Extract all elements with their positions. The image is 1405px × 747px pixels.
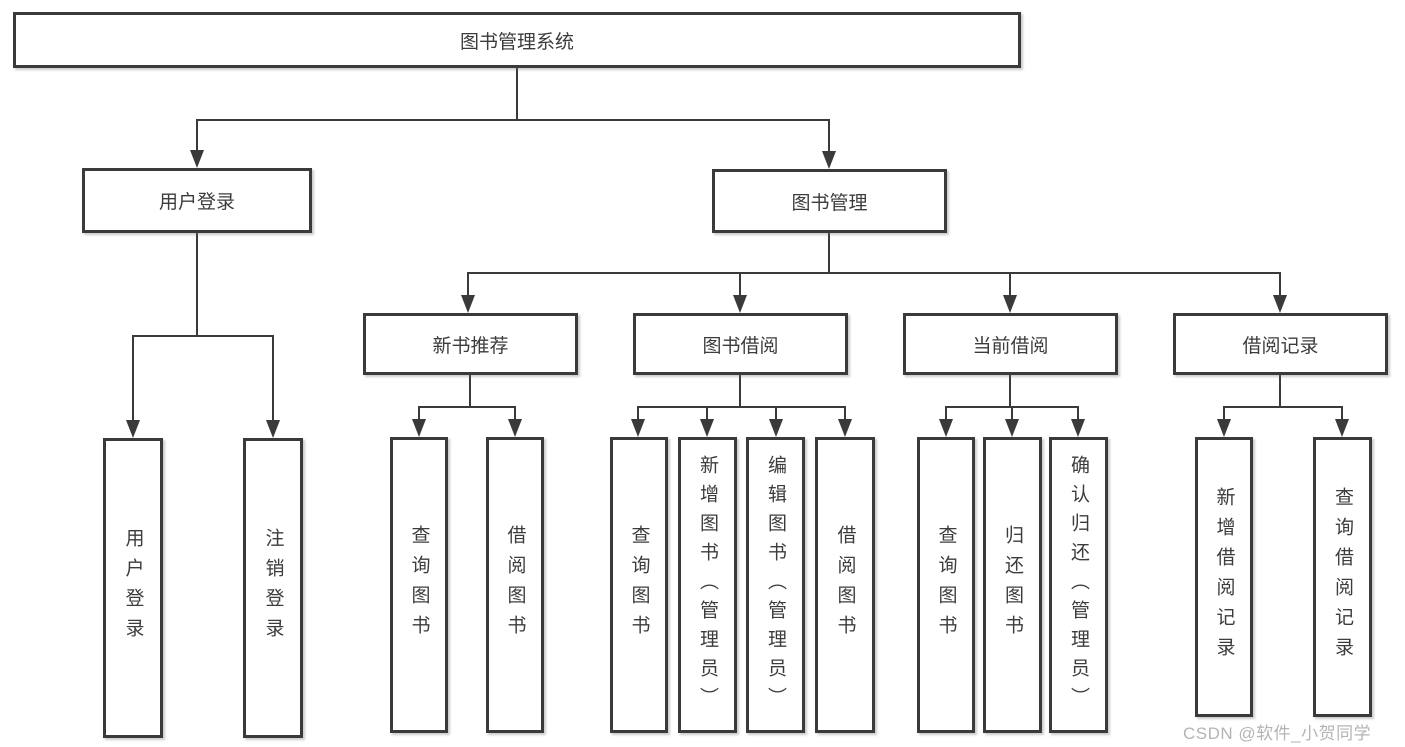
leaf-user-login: 用户登录	[103, 438, 163, 738]
connector-hline	[1223, 406, 1343, 408]
leaf-query-books-2-label: 查询图书	[628, 525, 650, 645]
leaf-query-borrow-record: 查询借阅记录	[1313, 437, 1372, 717]
leaf-borrow-books-2-label: 借阅图书	[834, 525, 856, 645]
leaf-add-borrow-record: 新增借阅记录	[1195, 437, 1253, 717]
arrow-down-icon	[1071, 419, 1085, 437]
arrow-down-icon	[461, 295, 475, 313]
connector-vline	[739, 375, 741, 408]
leaf-confirm-return-admin: 确认归还（管理员）	[1049, 437, 1108, 733]
leaf-query-books-3-label: 查询图书	[935, 525, 957, 645]
arrow-down-icon	[1335, 419, 1349, 437]
node-new-book-recommend-label: 新书推荐	[432, 335, 509, 357]
leaf-edit-books-admin: 编辑图书（管理员）	[746, 437, 805, 733]
connector-vline	[1223, 406, 1225, 421]
node-current-borrowing-label: 当前借阅	[972, 335, 1049, 357]
leaf-return-books: 归还图书	[983, 437, 1042, 733]
node-book-borrowing: 图书借阅	[633, 313, 848, 375]
connector-vline	[828, 233, 830, 274]
arrow-down-icon	[939, 419, 953, 437]
leaf-borrow-books-1-label: 借阅图书	[504, 525, 526, 645]
arrow-down-icon	[822, 151, 836, 169]
leaf-query-borrow-record-label: 查询借阅记录	[1332, 487, 1353, 667]
connector-vline	[1279, 272, 1281, 297]
leaf-return-books-label: 归还图书	[1002, 525, 1023, 645]
node-book-management: 图书管理	[712, 169, 947, 233]
arrow-down-icon	[508, 419, 522, 437]
node-user-login: 用户登录	[82, 168, 312, 233]
arrow-down-icon	[412, 419, 426, 437]
leaf-add-books-admin: 新增图书（管理员）	[678, 437, 737, 733]
node-library-system-label: 图书管理系统	[459, 31, 574, 53]
connector-vline	[844, 406, 846, 421]
arrow-down-icon	[1273, 295, 1287, 313]
leaf-query-books-1: 查询图书	[390, 437, 448, 733]
connector-vline	[196, 119, 198, 152]
connector-vline	[828, 119, 830, 153]
connector-vline	[739, 272, 741, 297]
arrow-down-icon	[1005, 419, 1019, 437]
leaf-logout-label: 注销登录	[262, 528, 284, 648]
connector-hline	[467, 272, 1281, 274]
connector-vline	[1341, 406, 1343, 421]
leaf-add-books-admin-label: 新增图书（管理员）	[697, 454, 718, 716]
node-book-borrowing-label: 图书借阅	[702, 335, 779, 357]
node-user-login-label: 用户登录	[158, 192, 235, 213]
connector-vline	[637, 406, 639, 421]
node-borrowing-records-label: 借阅记录	[1242, 335, 1319, 357]
arrow-down-icon	[266, 420, 280, 438]
node-current-borrowing: 当前借阅	[903, 313, 1118, 375]
leaf-query-books-2: 查询图书	[610, 437, 668, 733]
node-new-book-recommend: 新书推荐	[363, 313, 578, 375]
watermark: CSDN @软件_小贺同学	[1183, 724, 1372, 743]
connector-hline	[418, 406, 516, 408]
connector-vline	[516, 68, 518, 121]
connector-vline	[1009, 375, 1011, 408]
connector-vline	[1077, 406, 1079, 421]
node-library-system: 图书管理系统	[13, 12, 1021, 68]
node-borrowing-records: 借阅记录	[1173, 313, 1388, 375]
arrow-down-icon	[700, 419, 714, 437]
leaf-edit-books-admin-label: 编辑图书（管理员）	[765, 454, 786, 716]
connector-vline	[945, 406, 947, 421]
leaf-add-borrow-record-label: 新增借阅记录	[1213, 487, 1235, 667]
arrow-down-icon	[631, 419, 645, 437]
connector-vline	[132, 335, 134, 422]
arrow-down-icon	[190, 150, 204, 168]
connector-hline	[132, 335, 273, 337]
connector-hline	[196, 119, 830, 121]
arrow-down-icon	[733, 295, 747, 313]
leaf-query-books-1-label: 查询图书	[408, 525, 430, 645]
connector-vline	[514, 406, 516, 421]
arrow-down-icon	[126, 420, 140, 438]
leaf-borrow-books-2: 借阅图书	[815, 437, 875, 733]
arrow-down-icon	[769, 419, 783, 437]
connector-vline	[1009, 272, 1011, 297]
leaf-borrow-books-1: 借阅图书	[486, 437, 544, 733]
connector-vline	[196, 233, 198, 337]
connector-vline	[775, 406, 777, 421]
arrow-down-icon	[1217, 419, 1231, 437]
connector-vline	[469, 375, 471, 408]
connector-vline	[418, 406, 420, 421]
connector-vline	[1279, 375, 1281, 408]
leaf-query-books-3: 查询图书	[917, 437, 975, 733]
connector-hline	[637, 406, 846, 408]
connector-vline	[706, 406, 708, 421]
connector-vline	[467, 272, 469, 297]
leaf-confirm-return-admin-label: 确认归还（管理员）	[1068, 454, 1089, 716]
leaf-logout: 注销登录	[243, 438, 303, 738]
arrow-down-icon	[838, 419, 852, 437]
leaf-user-login-label: 用户登录	[122, 528, 144, 648]
connector-vline	[1011, 406, 1013, 421]
arrow-down-icon	[1003, 295, 1017, 313]
connector-vline	[272, 335, 274, 422]
node-book-management-label: 图书管理	[791, 192, 868, 214]
